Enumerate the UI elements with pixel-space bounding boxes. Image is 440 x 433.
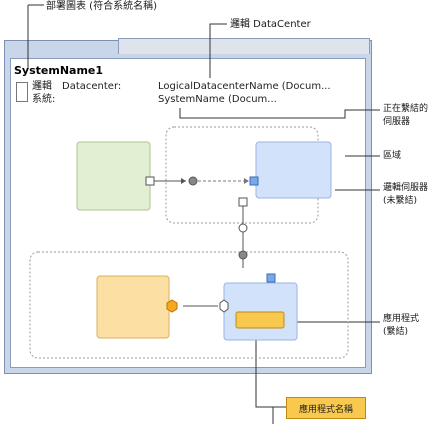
- server-bound-port-top: [266, 273, 276, 283]
- callout-bound-server-2: 伺服器: [383, 117, 411, 127]
- callout-zone: 區域: [383, 151, 402, 161]
- callout-application-1: 應用程式: [383, 314, 420, 324]
- callout-deployment-diagram: 部署圖表 (符合系統名稱): [46, 1, 157, 12]
- label-system: 系統:: [32, 94, 56, 105]
- connector-node-1: [188, 176, 198, 186]
- callout-bound-server-1: 正在繫結的: [383, 104, 429, 114]
- leader-logical-datacenter: [209, 23, 227, 78]
- app-name-badge: 應用程式名稱: [286, 397, 366, 419]
- leader-app-name: [255, 326, 286, 408]
- server-green: [76, 141, 151, 211]
- label-datacenter: Datacenter:: [62, 81, 122, 92]
- server-green-port: [145, 176, 155, 186]
- app-host-port: [166, 299, 178, 313]
- server-blue-unbound: [255, 141, 332, 199]
- logical-datacenter-value: LogicalDatacenterName (Docum...: [158, 81, 331, 92]
- arrowhead-dashed: [244, 178, 249, 184]
- server-bound-port-left: [219, 299, 229, 313]
- callout-logical-datacenter: 邏輯 DataCenter: [230, 19, 311, 30]
- server-blue-port-bottom: [238, 197, 248, 207]
- leader-bound-server: [179, 108, 380, 119]
- label-logical: 邏輯: [32, 81, 52, 92]
- legend-icon: [16, 82, 28, 102]
- diagram-canvas: [10, 58, 366, 368]
- arrowhead-green: [181, 178, 186, 184]
- callout-logical-server-2: (未繫結): [383, 196, 418, 206]
- connector-node-2: [238, 223, 248, 233]
- diagram-tab[interactable]: [118, 38, 370, 54]
- system-value: SystemName (Docum...: [158, 94, 277, 105]
- system-name: SystemName1: [14, 64, 104, 77]
- app-bound: [235, 311, 285, 329]
- server-blue-port-left: [249, 176, 259, 186]
- callout-logical-server-1: 邏輯伺服器: [383, 183, 429, 193]
- connector-node-3: [238, 250, 248, 260]
- zone-bottom: [29, 251, 349, 359]
- app-host-orange: [96, 275, 170, 339]
- callout-application-2: (繫結): [383, 327, 409, 337]
